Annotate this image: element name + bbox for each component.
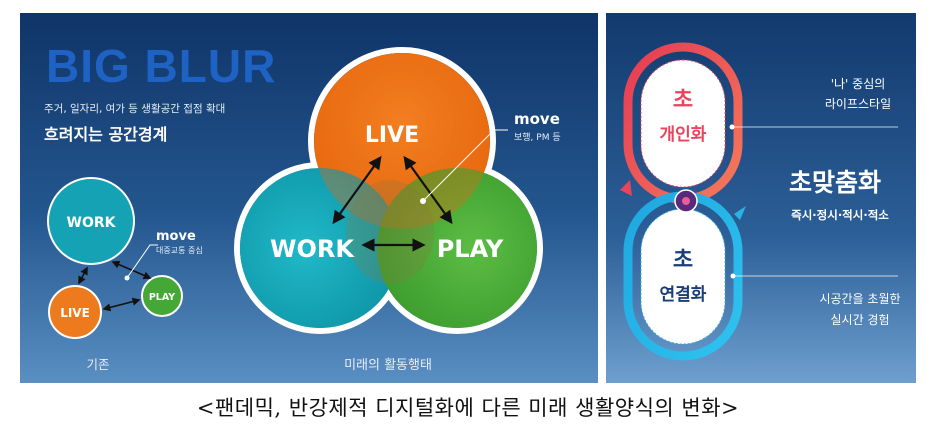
left-panel: BIG BLUR 주거, 일자리, 여가 등 생활공간 접점 확대 흐려지는 공…: [20, 13, 598, 383]
big-blur-title: BIG BLUR: [46, 40, 276, 92]
future-work-label: WORK: [270, 235, 355, 263]
future-center-overlap: [346, 180, 434, 284]
right-panel: 초 개인화 초 연결화 초맞춤화 즉시·정시·적시·적소 '나' 중심의 라이프…: [606, 13, 916, 383]
existing-arrow-live-play: [102, 297, 141, 312]
top-node-word: 개인화: [660, 125, 707, 145]
bottom-node-word: 연결화: [660, 285, 707, 305]
existing-diagram: WORK LIVE PLAY move 대중교통 중심 기존: [47, 177, 203, 372]
top-node: [640, 59, 726, 188]
future-caption: 미래의 활동행태: [344, 357, 432, 373]
center-knot-core: [682, 197, 690, 205]
existing-caption: 기존: [86, 357, 109, 372]
figure-caption: <팬데믹, 반강제적 디지털화에 다른 미래 생활양식의 변화>: [196, 396, 740, 420]
existing-arrow-work-play: [111, 260, 152, 280]
bottom-desc-line2: 실시간 경험: [830, 313, 889, 327]
existing-move-sub: 대중교통 중심: [156, 245, 203, 255]
existing-play-circle: [141, 275, 183, 317]
center-title: 초맞춤화: [789, 168, 881, 197]
bottom-node: [640, 208, 726, 345]
future-arrow-live-play: [403, 155, 453, 225]
existing-arrow-work-live: [78, 266, 88, 285]
bottom-loop-arrowhead: [734, 206, 746, 220]
heading: 흐려지는 공간경계: [44, 125, 167, 144]
bottom-desc-line1: 시공간을 초월한: [819, 292, 900, 306]
center-sub: 즉시·정시·적시·적소: [791, 208, 889, 222]
top-node-char: 초: [673, 88, 693, 113]
existing-work-label: WORK: [67, 215, 117, 231]
top-loop-arrowhead: [620, 180, 632, 196]
future-diagram: LIVE WORK PLAY move 보행, PM 등 미래의 활동행태: [234, 47, 561, 373]
future-arrow-live-work: [332, 155, 382, 225]
bottom-node-char: 초: [673, 248, 693, 273]
existing-move-label: move: [156, 229, 196, 244]
top-desc-line2: 라이프스타일: [825, 97, 891, 111]
existing-play-label: PLAY: [149, 292, 175, 303]
existing-work-circle: [47, 177, 135, 265]
future-move-leader: [422, 129, 508, 202]
future-move-label: move: [514, 110, 560, 128]
existing-live-circle: [48, 285, 102, 339]
subtitle: 주거, 일자리, 여가 등 생활공간 접점 확대: [44, 102, 225, 115]
top-desc-line1: '나' 중심의: [831, 77, 886, 91]
future-live-label: LIVE: [365, 123, 419, 148]
existing-live-label: LIVE: [60, 306, 90, 320]
future-play-label: PLAY: [437, 235, 504, 263]
future-move-sub: 보행, PM 등: [514, 131, 561, 143]
existing-move-leader: [126, 244, 158, 279]
